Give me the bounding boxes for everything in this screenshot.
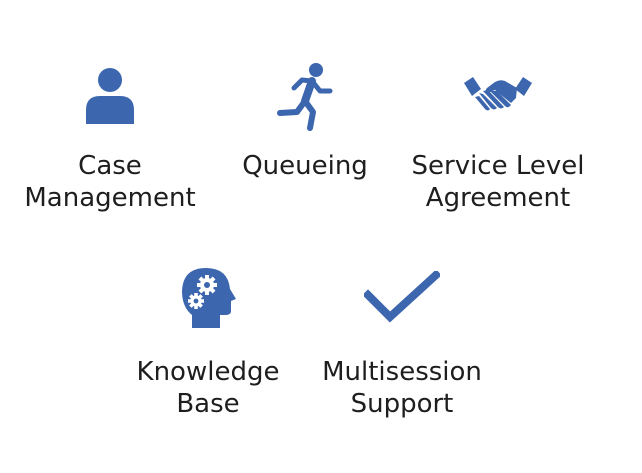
feature-multisession-support: Multisession Support	[312, 258, 492, 420]
feature-label: Multisession Support	[322, 357, 482, 419]
handshake-icon	[463, 50, 533, 142]
head-gears-icon	[180, 258, 236, 338]
feature-case-management: Case Management	[20, 50, 200, 214]
person-icon	[80, 50, 140, 142]
feature-queueing: Queueing	[215, 50, 395, 182]
feature-service-level-agreement: Service Level Agreement	[408, 50, 588, 214]
running-person-icon	[272, 50, 338, 142]
feature-label: Queueing	[242, 151, 368, 181]
checkmark-icon	[364, 258, 440, 338]
feature-knowledge-base: Knowledge Base	[118, 258, 298, 420]
feature-label: Knowledge Base	[136, 357, 280, 419]
feature-label: Service Level Agreement	[411, 151, 585, 213]
feature-label: Case Management	[24, 151, 196, 213]
